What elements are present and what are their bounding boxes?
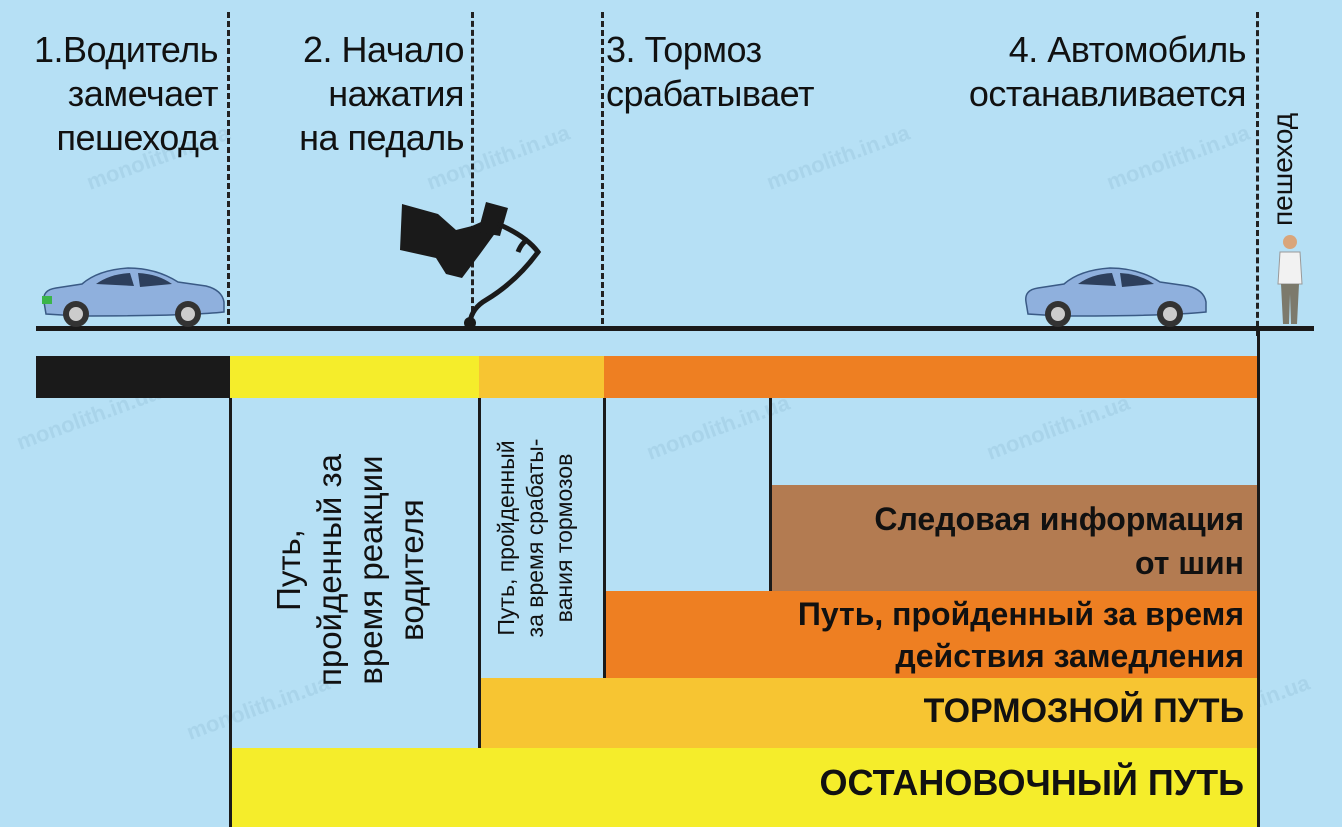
deceleration-band: Путь, пройденный за время действия замед…	[606, 591, 1258, 678]
car-icon	[42, 267, 225, 327]
stopping-distance-band: ОСТАНОВОЧНЫЙ ПУТЬ	[230, 748, 1258, 827]
pedestrian-icon	[1277, 235, 1303, 324]
bar-perception	[36, 356, 230, 398]
stage-4-label: 4. Автомобиль останавливается	[968, 29, 1247, 114]
stage-divider	[1256, 12, 1259, 336]
tire-marks-label: Следовая информация от шин	[874, 501, 1244, 581]
tire-marks-band: Следовая информация от шин	[772, 485, 1258, 591]
stage-divider	[227, 12, 230, 324]
stopping-distance-label: ОСТАНОВОЧНЫЙ ПУТЬ	[819, 762, 1244, 803]
watermark: monolith.in.ua	[1103, 120, 1254, 195]
stage-divider	[601, 12, 604, 324]
bar-reaction	[230, 356, 479, 398]
segment-divider	[478, 398, 481, 748]
stage-2-label: 2. Начало нажатия на педаль	[299, 29, 464, 158]
stage-1-label: 1.Водитель замечает пешехода	[33, 29, 219, 158]
watermark: monolith.in.ua	[763, 120, 914, 195]
bar-brake-activation	[479, 356, 604, 398]
brake-activation-label: Путь, пройденный за время срабаты- вания…	[493, 438, 577, 638]
car-icon	[1025, 267, 1207, 327]
reaction-distance-label: Путь, пройденный за время реакции водите…	[270, 454, 430, 686]
braking-distance-band: ТОРМОЗНОЙ ПУТЬ	[481, 678, 1258, 748]
braking-distance-label: ТОРМОЗНОЙ ПУТЬ	[923, 692, 1244, 730]
watermark: monolith.in.ua	[983, 390, 1134, 465]
deceleration-label: Путь, пройденный за время действия замед…	[797, 596, 1244, 674]
segment-divider	[229, 398, 232, 827]
pedestrian-label: пешеход	[1267, 112, 1298, 226]
bar-deceleration	[604, 356, 1258, 398]
road-line	[36, 326, 1314, 331]
brake-pedal-icon	[400, 202, 542, 329]
stage-divider	[471, 12, 474, 312]
segment-divider	[769, 398, 772, 591]
segment-divider	[1257, 330, 1260, 827]
stage-3-label: 3. Тормоз срабатывает	[606, 29, 815, 114]
segment-divider	[603, 398, 606, 678]
